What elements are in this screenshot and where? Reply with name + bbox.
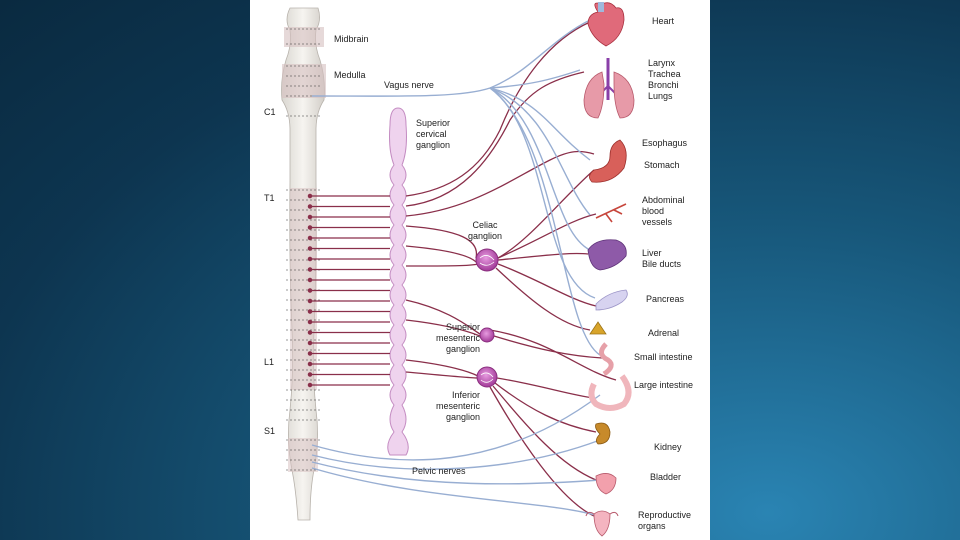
organ-label-heart: Heart [652,16,675,26]
celiac-ganglion [475,248,499,272]
organ-label-large-intestine: Large intestine [634,380,694,390]
heart-icon [587,2,625,47]
fiber-to-stomach [405,150,595,217]
adrenal-icon [589,321,607,335]
fiber-to-sup-mesenteric-2 [405,319,481,337]
celiac-to-liver [497,252,589,261]
organ-label-esophagus: Esophagus [642,138,688,148]
fiber-origin-dot [307,319,313,325]
fiber-origin-dot [307,225,313,230]
segment-c1-label: C1 [264,107,276,117]
fiber-to-celiac-2 [405,245,477,263]
organ-label-kidney: Kidney [654,442,682,452]
superior-mesenteric-ganglion-label: Superior mesenteric ganglion [436,322,481,354]
small-intestine-icon [599,342,614,377]
reproductive-organs-icon [585,510,619,537]
organ-label-small-intestine: Small intestine [634,352,693,362]
organ-label-bladder: Bladder [650,472,682,482]
pelvic-to-reproductive [311,467,596,516]
fiber-origin-dot [307,372,313,377]
fiber-origin-dot [307,277,313,283]
celiac-ganglion-label: Celiac ganglion [468,220,503,241]
kidney-icon [595,422,611,445]
sympathetic-chain [387,107,409,456]
fiber-to-celiac-3 [405,263,479,267]
fiber-to-inf-mesenteric-2 [405,371,479,379]
stomach-icon [589,139,627,183]
diagram-panel: Midbrain Medulla Vagus nerve Superior ce… [250,0,710,540]
organ-label-blood-vessels: Abdominal blood vessels [642,195,685,227]
fiber-origin-dot [307,235,313,241]
fiber-origin-dot [307,340,313,346]
pelvic-to-bladder [311,461,601,485]
celiac-to-vessels [497,213,597,259]
blood-vessels-icon [595,203,627,223]
thoracolumbar-region [290,188,317,390]
fiber-origin-dot [307,246,313,251]
fiber-origin-dot [307,214,313,220]
bladder-icon [595,473,617,495]
fiber-to-inf-mesenteric [405,359,479,377]
segment-s1-label: S1 [264,426,276,436]
fiber-origin-dot [307,382,313,388]
midbrain-region [284,27,324,47]
celiac-to-adrenal [495,267,591,331]
sup-mesenteric-to-small-intestine [493,335,603,359]
fiber-origin-dot [307,361,313,367]
celiac-to-pancreas [497,263,597,307]
vagus-to-liver [489,87,591,251]
celiac-to-stomach [497,169,595,259]
parasympathetic-nerves [311,19,601,516]
sympathetic-nerves [307,21,617,517]
inf-mesenteric-to-reproductive [489,386,595,517]
segment-l1-label: L1 [264,357,275,367]
vagus-to-vessels [489,87,591,216]
fiber-origin-dot [307,298,313,304]
segment-t1-label: T1 [264,193,275,203]
lungs-icon [583,58,635,119]
fiber-origin-dot [307,267,313,272]
fiber-origin-dot [307,256,313,262]
organ-label-pancreas: Pancreas [646,294,685,304]
vagus-to-small-intestine [489,87,601,356]
fiber-to-celiac-1 [405,225,478,259]
fiber-to-lungs [405,71,585,207]
organ-label-stomach: Stomach [644,160,680,170]
nervous-system-diagram [281,2,635,537]
inferior-mesenteric-ganglion-label: Inferior mesenteric ganglion [436,390,481,422]
spinal-cord [281,7,326,521]
fiber-to-heart [405,21,591,197]
vagus-to-stomach [489,87,591,161]
pelvic-to-large-intestine [311,394,601,461]
fiber-origin-dot [307,309,313,314]
medulla-label: Medulla [334,70,366,80]
inf-mesenteric-to-kidney [494,382,597,433]
fiber-origin-dot [307,351,313,356]
organ-label-liver: Liver Bile ducts [642,248,682,269]
inferior-mesenteric-ganglion [476,366,498,388]
fiber-to-sup-mesenteric [405,299,481,335]
organ-label-adrenal: Adrenal [648,328,680,338]
vagus-to-heart [311,19,591,97]
pelvic-nerves-label: Pelvic nerves [412,466,466,476]
fiber-origin-dot [307,204,313,209]
vagus-nerve-label: Vagus nerve [384,80,434,90]
superior-cervical-ganglion-label: Superior cervical ganglion [416,118,451,150]
inf-mesenteric-to-bladder [492,385,597,481]
superior-mesenteric-ganglion [479,327,495,343]
sup-mesenteric-to-large-intestine [489,329,617,381]
fiber-origin-dot [307,193,313,199]
organ-label-lungs: Larynx Trachea Bronchi Lungs [648,58,681,101]
medulla-region [282,64,326,98]
inf-mesenteric-to-large-intestine [496,377,595,399]
pelvic-to-kidney [311,439,601,470]
organ-label-reproductive: Reproductive organs [638,510,692,531]
midbrain-label: Midbrain [334,34,369,44]
fiber-origin-dot [307,330,313,335]
fiber-origin-dot [307,288,313,293]
vagus-to-lungs [489,69,581,89]
liver-icon [587,239,627,271]
pancreas-icon [595,289,628,311]
large-intestine-icon [588,374,632,411]
